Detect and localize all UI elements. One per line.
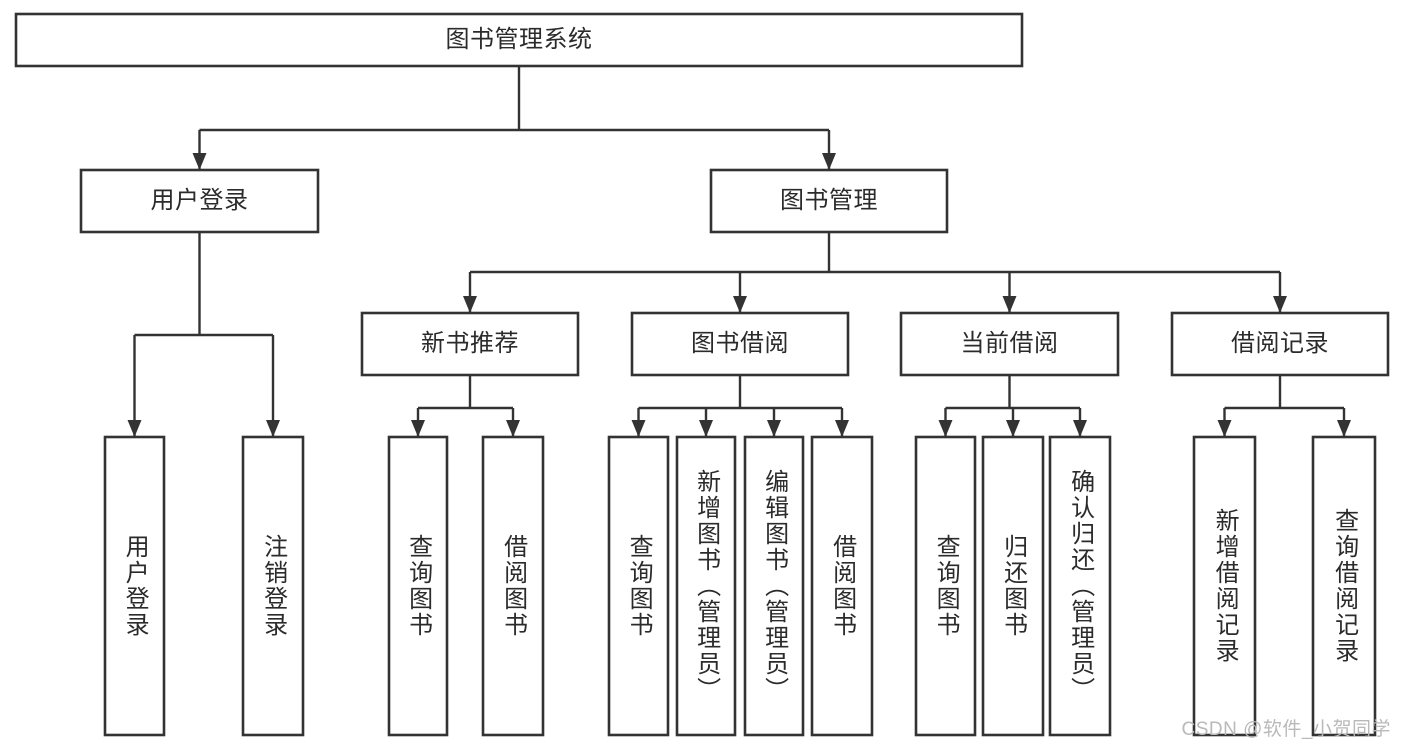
node-box-new-book-recommend[interactable] (360, 311, 580, 377)
node-box-leaf-query-book-1[interactable] (387, 435, 449, 737)
arrowhead-book-borrow-to-leaf-borrow-book-2 (835, 420, 849, 437)
node-box-leaf-add-book[interactable] (675, 435, 737, 737)
arrowhead-current-borrow-to-leaf-return-book (1006, 420, 1020, 437)
node-box-leaf-user-login[interactable] (103, 435, 166, 737)
arrowhead-root-to-book-manage (822, 153, 836, 170)
node-box-book-manage[interactable] (709, 168, 949, 234)
node-box-leaf-return-book[interactable] (981, 435, 1045, 737)
arrowhead-new-book-recommend-to-leaf-query-book-1 (411, 420, 425, 437)
arrowhead-user-login-to-leaf-user-logout (266, 420, 280, 437)
node-box-borrow-record[interactable] (1170, 311, 1390, 377)
arrowhead-new-book-recommend-to-leaf-borrow-book-1 (506, 420, 520, 437)
node-box-leaf-add-record[interactable] (1192, 435, 1257, 737)
arrowhead-borrow-record-to-leaf-query-record (1337, 420, 1351, 437)
arrowhead-root-to-user-login (192, 153, 207, 170)
node-box-leaf-query-book-2[interactable] (607, 435, 670, 737)
node-box-leaf-edit-book[interactable] (743, 435, 805, 737)
node-box-leaf-query-record[interactable] (1311, 435, 1377, 737)
arrowhead-current-borrow-to-leaf-query-book-3 (938, 420, 953, 437)
arrowhead-book-manage-to-book-borrow (733, 296, 747, 313)
arrowhead-current-borrow-to-leaf-confirm-return (1073, 420, 1087, 437)
arrowhead-book-manage-to-borrow-record (1273, 296, 1287, 313)
node-box-leaf-borrow-book-1[interactable] (481, 435, 545, 737)
node-box-book-borrow[interactable] (630, 311, 850, 377)
node-box-leaf-borrow-book-2[interactable] (810, 435, 874, 737)
arrowhead-book-manage-to-new-book-recommend (463, 296, 477, 313)
arrowhead-book-borrow-to-leaf-edit-book (767, 420, 781, 437)
arrowhead-borrow-record-to-leaf-add-record (1217, 420, 1232, 437)
node-box-current-borrow[interactable] (899, 311, 1120, 377)
node-box-leaf-user-logout[interactable] (241, 435, 305, 737)
node-box-leaf-confirm-return[interactable] (1048, 435, 1112, 737)
node-box-leaf-query-book-3[interactable] (914, 435, 977, 737)
node-box-root[interactable] (14, 12, 1024, 68)
arrowhead-book-manage-to-current-borrow (1002, 296, 1017, 313)
arrowhead-user-login-to-leaf-user-login (127, 420, 142, 437)
arrowhead-book-borrow-to-leaf-add-book (699, 420, 713, 437)
node-box-user-login[interactable] (79, 168, 320, 234)
watermark-text: CSDN @软件_小贺同学 (1181, 719, 1391, 740)
arrowhead-book-borrow-to-leaf-query-book-2 (631, 420, 646, 437)
